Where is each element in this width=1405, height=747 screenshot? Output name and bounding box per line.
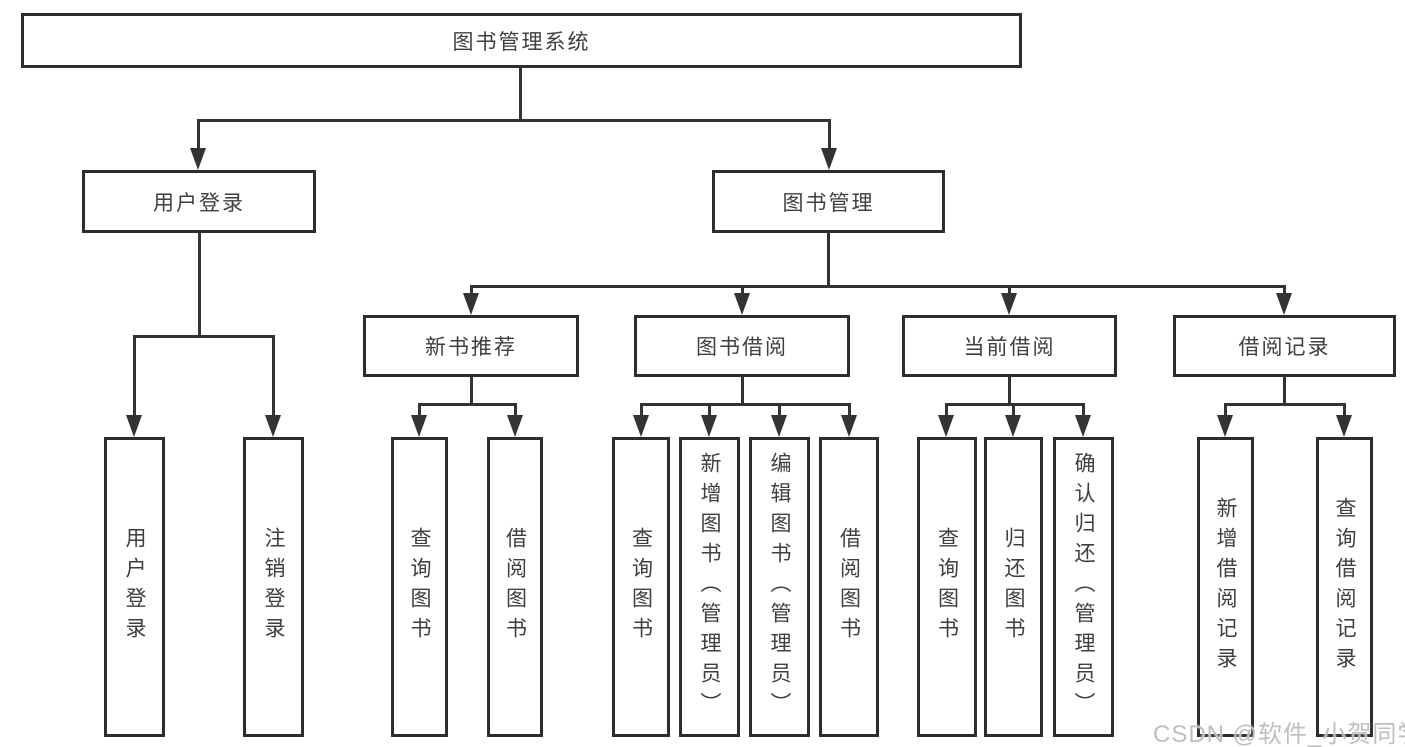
connector-line	[1283, 285, 1286, 297]
node-current-borrow-label: 当前借阅	[963, 336, 1056, 359]
connector-line	[1224, 403, 1345, 406]
node-new-book-recommend: 新书推荐	[363, 315, 579, 377]
connector-line	[1283, 377, 1286, 406]
leaf-query-book-2: 查询图书	[612, 437, 670, 737]
leaf-logout: 注销登录	[243, 437, 304, 737]
connector-line	[1224, 403, 1227, 418]
leaf-borrow-book-1-label: 借阅图书	[503, 527, 527, 647]
connector-line	[133, 335, 136, 419]
connector-line	[470, 285, 1285, 288]
node-root-label: 图书管理系统	[452, 30, 591, 54]
connector-line	[741, 377, 744, 406]
arrowhead-icon	[463, 293, 479, 315]
connector-line	[1012, 403, 1015, 418]
leaf-add-borrow-record: 新增借阅记录	[1197, 437, 1254, 737]
arrowhead-icon	[411, 415, 427, 437]
arrowhead-icon	[1336, 415, 1352, 437]
leaf-edit-book-admin: 编辑图书（管理员）	[749, 437, 810, 737]
connector-line	[272, 335, 275, 419]
arrowhead-icon	[265, 415, 281, 437]
arrowhead-icon	[734, 293, 750, 315]
connector-line	[197, 119, 831, 122]
arrowhead-icon	[821, 148, 837, 170]
connector-line	[470, 285, 473, 297]
csdn-watermark: CSDN @软件_小贺同学	[1153, 721, 1405, 747]
leaf-edit-book-admin-label: 编辑图书（管理员）	[768, 452, 792, 722]
node-borrow-records: 借阅记录	[1173, 315, 1396, 377]
connector-line	[519, 68, 522, 121]
node-book-borrow: 图书借阅	[634, 315, 850, 377]
leaf-confirm-return-admin: 确认归还（管理员）	[1053, 437, 1114, 737]
arrowhead-icon	[126, 415, 142, 437]
leaf-query-book-3-label: 查询图书	[935, 527, 959, 647]
leaf-logout-label: 注销登录	[262, 527, 286, 647]
leaf-query-book-2-label: 查询图书	[629, 527, 653, 647]
connector-line	[1008, 377, 1011, 406]
leaf-query-borrow-record: 查询借阅记录	[1316, 437, 1373, 737]
leaf-query-book-3: 查询图书	[917, 437, 977, 737]
arrowhead-icon	[701, 415, 717, 437]
arrowhead-icon	[633, 415, 649, 437]
connector-line	[741, 285, 744, 297]
connector-line	[418, 403, 421, 418]
leaf-borrow-book-2-label: 借阅图书	[837, 527, 861, 647]
connector-line	[470, 377, 473, 406]
leaf-return-book: 归还图书	[984, 437, 1043, 737]
node-book-management: 图书管理	[712, 170, 945, 233]
connector-line	[1082, 403, 1085, 418]
connector-line	[828, 119, 831, 152]
connector-line	[640, 403, 643, 418]
arrowhead-icon	[1217, 415, 1233, 437]
connector-line	[640, 403, 850, 406]
arrowhead-icon	[841, 415, 857, 437]
leaf-borrow-book-1: 借阅图书	[487, 437, 543, 737]
node-current-borrow: 当前借阅	[902, 315, 1117, 377]
connector-line	[827, 233, 830, 288]
connector-line	[1343, 403, 1346, 418]
node-user-login: 用户登录	[82, 170, 316, 233]
connector-line	[778, 403, 781, 418]
connector-line	[418, 403, 517, 406]
leaf-add-book-admin: 新增图书（管理员）	[679, 437, 740, 737]
arrowhead-icon	[1005, 415, 1021, 437]
leaf-confirm-return-admin-label: 确认归还（管理员）	[1072, 452, 1096, 722]
leaf-add-borrow-record-label: 新增借阅记录	[1214, 497, 1238, 677]
connector-line	[945, 403, 948, 418]
node-user-login-label: 用户登录	[153, 191, 245, 215]
arrowhead-icon	[507, 415, 523, 437]
arrowhead-icon	[938, 415, 954, 437]
connector-line	[198, 233, 201, 338]
node-borrow-records-label: 借阅记录	[1238, 336, 1331, 359]
leaf-return-book-label: 归还图书	[1002, 527, 1026, 647]
arrowhead-icon	[1075, 415, 1091, 437]
leaf-query-borrow-record-label: 查询借阅记录	[1333, 497, 1357, 677]
arrowhead-icon	[1001, 293, 1017, 315]
leaf-query-book-1: 查询图书	[391, 437, 448, 737]
connector-line	[514, 403, 517, 418]
leaf-user-login: 用户登录	[104, 437, 165, 737]
leaf-borrow-book-2: 借阅图书	[819, 437, 879, 737]
leaf-add-book-admin-label: 新增图书（管理员）	[698, 452, 722, 722]
node-book-borrow-label: 图书借阅	[696, 336, 788, 359]
arrowhead-icon	[190, 148, 206, 170]
connector-line	[133, 335, 274, 338]
connector-line	[197, 119, 200, 152]
connector-line	[1008, 285, 1011, 297]
arrowhead-icon	[771, 415, 787, 437]
node-book-management-label: 图书管理	[782, 191, 875, 215]
connector-line	[848, 403, 851, 418]
connector-line	[708, 403, 711, 418]
arrowhead-icon	[1276, 293, 1292, 315]
node-root-system: 图书管理系统	[21, 13, 1022, 68]
node-new-book-recommend-label: 新书推荐	[425, 336, 517, 359]
leaf-user-login-label: 用户登录	[123, 527, 147, 647]
leaf-query-book-1-label: 查询图书	[408, 527, 432, 647]
